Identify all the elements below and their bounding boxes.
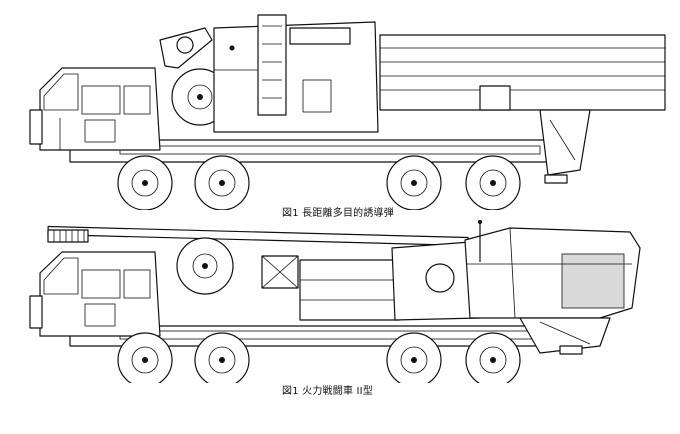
wheel [386, 332, 442, 383]
figure-caption-1: 図1 長距離多目的誘導弾 [282, 208, 394, 219]
launcher-pod [379, 34, 666, 111]
wheel [117, 332, 173, 383]
wheel [117, 155, 173, 210]
launcher-truck-drawing [29, 14, 666, 210]
wheel [194, 332, 250, 383]
wheel [465, 155, 521, 210]
rear-support [539, 109, 591, 176]
wheel [386, 155, 442, 210]
rear-stabilizer [519, 317, 611, 354]
figure-caption-2: 図1 火力戦闘車 II型 [282, 386, 374, 397]
equipment-housing [213, 21, 379, 133]
wheel [465, 332, 521, 383]
wheel [194, 155, 250, 210]
gun-barrel [47, 225, 469, 247]
howitzer-truck-drawing [29, 220, 641, 383]
ammunition-bin [299, 259, 401, 321]
